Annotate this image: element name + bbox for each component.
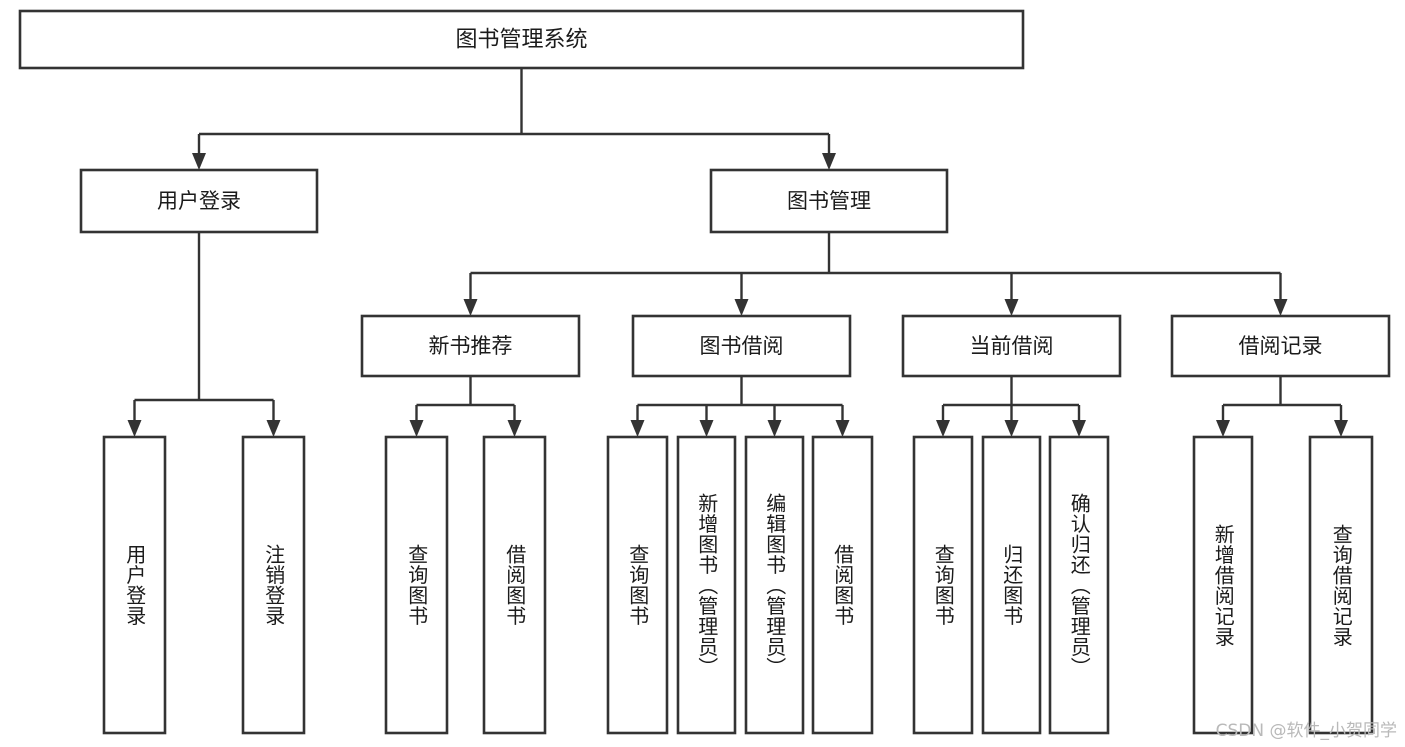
arrowhead-leaf-borrow-book-1 bbox=[507, 420, 522, 437]
arrowhead-leaf-add-record bbox=[1216, 420, 1230, 437]
arrowhead-leaf-query-record bbox=[1334, 420, 1348, 437]
node-box-current-borrow[interactable] bbox=[901, 314, 1122, 378]
node-box-leaf-add-record[interactable] bbox=[1192, 435, 1254, 735]
arrowhead-leaf-edit-book bbox=[767, 420, 782, 437]
arrowhead-leaf-user-login bbox=[127, 420, 142, 437]
node-label-current-borrow: 当前借阅 bbox=[970, 334, 1054, 358]
arrowhead-user-login bbox=[192, 153, 206, 170]
arrowhead-leaf-add-book bbox=[699, 420, 714, 437]
node-box-leaf-query-book-3[interactable] bbox=[912, 435, 974, 735]
arrowhead-leaf-confirm-return bbox=[1072, 420, 1086, 437]
arrowhead-leaf-logout bbox=[266, 420, 281, 437]
arrowhead-leaf-query-book-1 bbox=[409, 420, 424, 437]
node-box-leaf-borrow-book-2[interactable] bbox=[811, 435, 874, 735]
node-box-leaf-return-book[interactable] bbox=[981, 435, 1042, 735]
node-label-root: 图书管理系统 bbox=[455, 28, 587, 53]
node-label-new-book-recommend: 新书推荐 bbox=[429, 334, 513, 358]
node-box-user-login[interactable] bbox=[79, 168, 319, 234]
arrowhead-book-management bbox=[822, 153, 836, 170]
node-label-user-login: 用户登录 bbox=[157, 189, 241, 213]
node-box-book-management[interactable] bbox=[709, 168, 949, 234]
node-box-root[interactable] bbox=[18, 9, 1025, 70]
arrowhead-new-book-recommend bbox=[463, 299, 478, 316]
node-box-leaf-borrow-book-1[interactable] bbox=[482, 435, 547, 735]
boxes-layer bbox=[18, 9, 1391, 735]
arrowhead-current-borrow bbox=[1004, 299, 1019, 316]
node-box-leaf-query-record[interactable] bbox=[1308, 435, 1374, 735]
node-box-leaf-query-book-1[interactable] bbox=[384, 435, 449, 735]
node-box-book-borrow[interactable] bbox=[631, 314, 852, 378]
node-box-leaf-logout[interactable] bbox=[241, 435, 306, 735]
csdn-watermark: CSDN @软件_小贺同学 bbox=[1215, 721, 1397, 741]
arrowhead-leaf-return-book bbox=[1004, 420, 1019, 437]
node-box-new-book-recommend[interactable] bbox=[360, 314, 581, 378]
node-label-book-management: 图书管理 bbox=[787, 189, 871, 213]
arrowhead-leaf-borrow-book-2 bbox=[835, 420, 850, 437]
arrowhead-borrow-record bbox=[1273, 299, 1288, 316]
arrowhead-leaf-query-book-2 bbox=[630, 420, 645, 437]
node-box-leaf-add-book[interactable] bbox=[676, 435, 737, 735]
node-label-book-borrow: 图书借阅 bbox=[700, 334, 784, 358]
node-box-borrow-record[interactable] bbox=[1170, 314, 1391, 378]
arrowhead-leaf-query-book-3 bbox=[936, 420, 950, 437]
arrowhead-book-borrow bbox=[734, 299, 749, 316]
node-label-borrow-record: 借阅记录 bbox=[1239, 334, 1323, 358]
node-box-leaf-confirm-return[interactable] bbox=[1048, 435, 1110, 735]
node-box-leaf-user-login[interactable] bbox=[102, 435, 167, 735]
edges-layer bbox=[127, 68, 1348, 437]
node-box-leaf-query-book-2[interactable] bbox=[606, 435, 669, 735]
node-box-leaf-edit-book[interactable] bbox=[744, 435, 805, 735]
